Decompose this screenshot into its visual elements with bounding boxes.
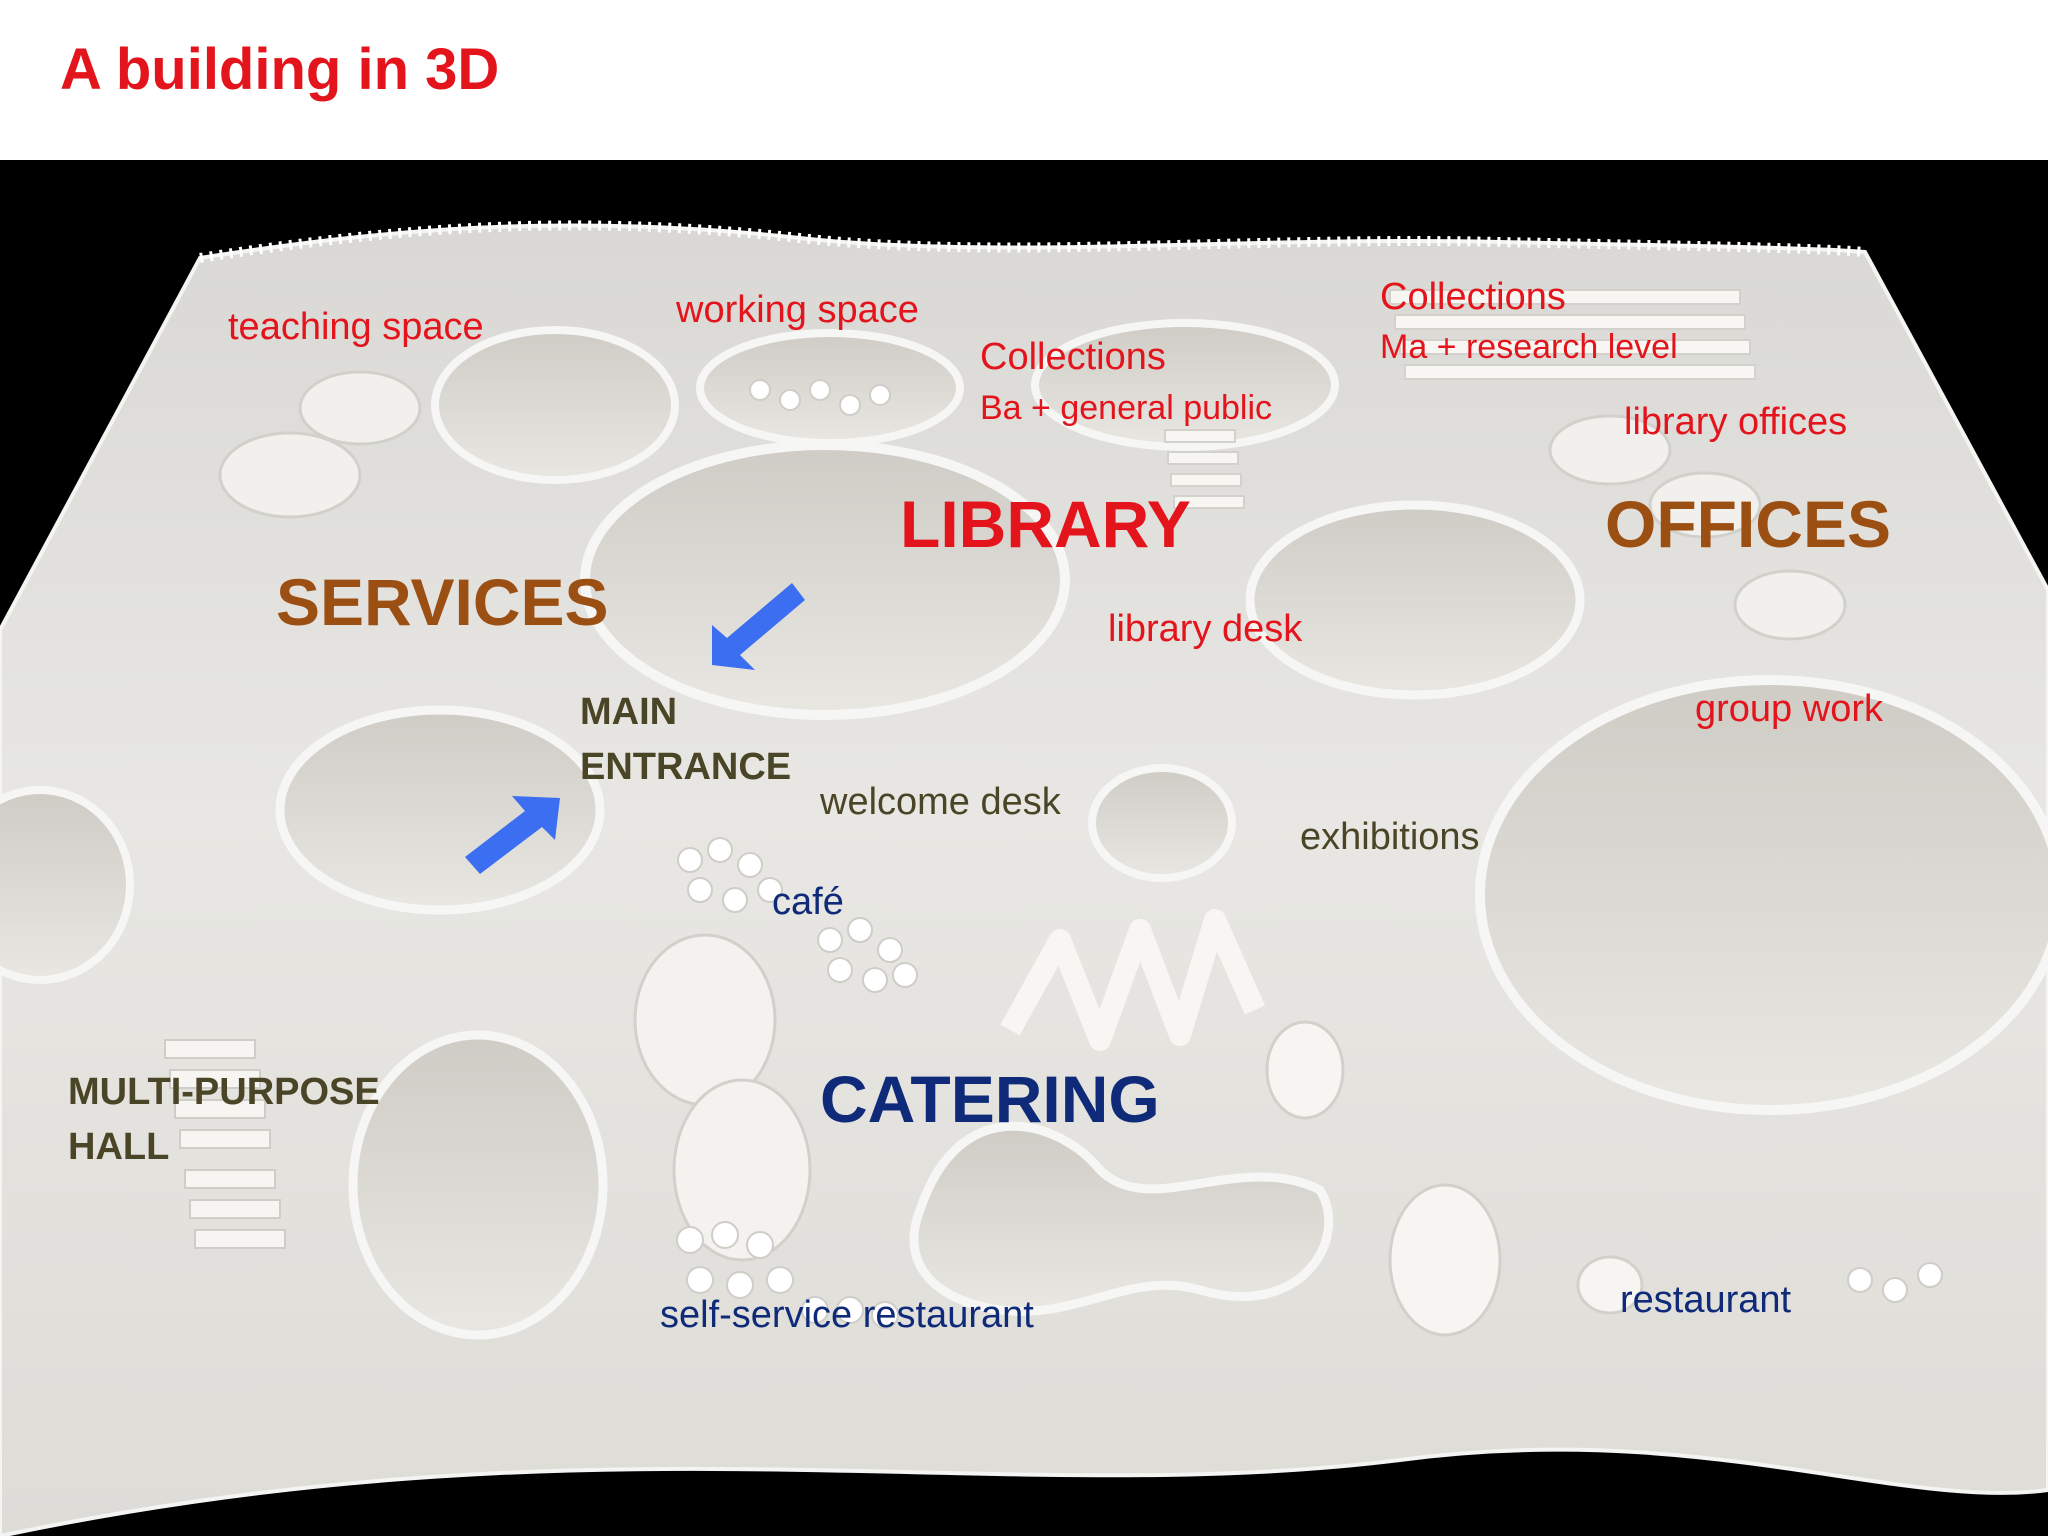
pavilion: [298, 370, 422, 446]
label-group-work: group work: [1695, 688, 1883, 730]
pavilion-cafe: [633, 933, 777, 1107]
pavilion-small: [1265, 1020, 1345, 1120]
courtyard-entrance: [275, 705, 605, 915]
label-library: LIBRARY: [900, 487, 1191, 561]
label-multi-purpose-hall: MULTI-PURPOSE HALL: [68, 1065, 380, 1175]
label-library-desk: library desk: [1108, 608, 1303, 650]
architectural-model-photo: teaching space working space Collections…: [0, 160, 2048, 1536]
arrow-down-left-icon: [712, 583, 805, 670]
book-stacks: [1164, 289, 1756, 509]
pavilion-catering: [672, 1078, 812, 1262]
exhibition-ramp: [1000, 909, 1266, 1051]
label-multi-purpose-line1: MULTI-PURPOSE: [68, 1071, 380, 1113]
pavilion-restaurant: [1388, 1183, 1502, 1337]
label-cafe: café: [772, 881, 844, 923]
label-collections-ma: Collections: [1380, 276, 1566, 318]
model-illustration: [0, 160, 2048, 1536]
label-multi-purpose-line2: HALL: [68, 1126, 170, 1169]
label-main-entrance: MAIN ENTRANCE: [580, 685, 791, 795]
slide-title: A building in 3D: [60, 37, 500, 102]
courtyard-teaching: [431, 326, 679, 484]
label-catering: CATERING: [820, 1062, 1160, 1136]
courtyard-offices: [1245, 500, 1585, 700]
courtyard-west: [0, 786, 134, 984]
label-exhibitions: exhibitions: [1300, 816, 1480, 858]
label-services: SERVICES: [276, 565, 609, 639]
seating-clusters: [676, 379, 1943, 1329]
courtyard-catering: [909, 1121, 1334, 1316]
label-collections-ba-sub: Ba + general public: [980, 389, 1273, 427]
courtyard-multi-purpose: [348, 1030, 608, 1340]
label-self-service-restaurant: self-service restaurant: [660, 1294, 1034, 1336]
label-working-space: working space: [676, 289, 919, 331]
label-welcome-desk: welcome desk: [820, 781, 1061, 823]
label-teaching-space: teaching space: [228, 306, 484, 348]
label-collections-ba: Collections: [980, 336, 1166, 378]
auditorium-seating: [164, 1039, 286, 1249]
pavilion: [218, 431, 362, 519]
courtyard-collections: [1031, 319, 1339, 451]
label-library-offices: library offices: [1624, 401, 1848, 443]
courtyard-large-east: [1475, 675, 2048, 1115]
label-collections-ma-sub: Ma + research level: [1380, 328, 1678, 366]
pavilion: [1733, 569, 1847, 641]
label-main-entrance-line1: MAIN: [580, 691, 678, 733]
pavilion: [1648, 471, 1762, 539]
label-offices: OFFICES: [1605, 487, 1892, 561]
courtyard-welcome: [1088, 764, 1236, 882]
courtyard-library: [580, 440, 1070, 720]
pavilion-small: [1576, 1255, 1644, 1315]
arrow-up-right-icon: [465, 796, 560, 874]
label-restaurant: restaurant: [1620, 1279, 1792, 1321]
label-main-entrance-line2: ENTRANCE: [580, 746, 792, 789]
pavilion: [1548, 414, 1672, 486]
